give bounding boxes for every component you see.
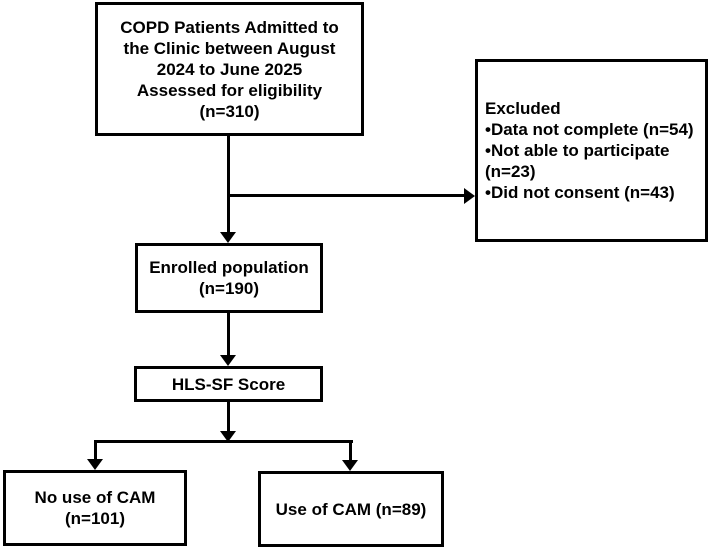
enrolled-text-line: Enrolled population xyxy=(149,258,309,277)
eligibility-text-line: 2024 to June 2025 xyxy=(156,59,303,79)
branch-right-drop-line xyxy=(349,440,352,461)
arrowhead-right-into-excluded-icon xyxy=(464,188,475,204)
arrowhead-down-into-no-cam-icon xyxy=(87,459,103,470)
connector-hls-to-branch-line xyxy=(227,401,230,432)
excluded-reason-line: (n=23) xyxy=(485,162,536,181)
excluded-reason-line: •Not able to participate xyxy=(485,141,670,160)
hls-sf-score-label: HLS-SF Score xyxy=(171,374,286,394)
excluded-reason-line: •Did not consent (n=43) xyxy=(485,183,675,202)
branch-horizontal-line xyxy=(94,440,353,443)
no-cam-count-label: (n=101) xyxy=(65,509,125,528)
no-cam-text-line: No use of CAM xyxy=(34,488,156,507)
cam-text-line: Use of CAM (n=89) xyxy=(275,499,427,519)
connector-to-excluded-line xyxy=(228,194,465,197)
no-cam-box: No use of CAM (n=101) xyxy=(3,470,187,546)
hls-sf-score-box: HLS-SF Score xyxy=(134,366,323,402)
excluded-title: Excluded xyxy=(485,99,561,118)
arrowhead-down-into-branch-icon xyxy=(220,431,236,442)
connector-enrolled-to-hls-line xyxy=(227,312,230,356)
eligibility-text-line: COPD Patients Admitted to xyxy=(120,17,339,37)
connector-eligibility-to-enrolled-line xyxy=(227,136,230,233)
eligibility-box: COPD Patients Admitted to the Clinic bet… xyxy=(95,2,364,136)
enrolled-box: Enrolled population (n=190) xyxy=(135,243,323,313)
arrowhead-down-into-hls-icon xyxy=(220,355,236,366)
eligibility-count-label: (n=310) xyxy=(199,101,260,121)
cam-box: Use of CAM (n=89) xyxy=(258,471,444,547)
arrowhead-down-into-enrolled-icon xyxy=(220,232,236,243)
eligibility-text-line: Assessed for eligibility xyxy=(136,80,323,100)
enrolled-count-label: (n=190) xyxy=(199,279,259,298)
excluded-box: Excluded •Data not complete (n=54) •Not … xyxy=(475,59,708,242)
eligibility-text-line: the Clinic between August xyxy=(123,38,336,58)
excluded-reason-line: •Data not complete (n=54) xyxy=(485,120,694,139)
arrowhead-down-into-cam-icon xyxy=(342,460,358,471)
branch-left-drop-line xyxy=(94,440,97,460)
